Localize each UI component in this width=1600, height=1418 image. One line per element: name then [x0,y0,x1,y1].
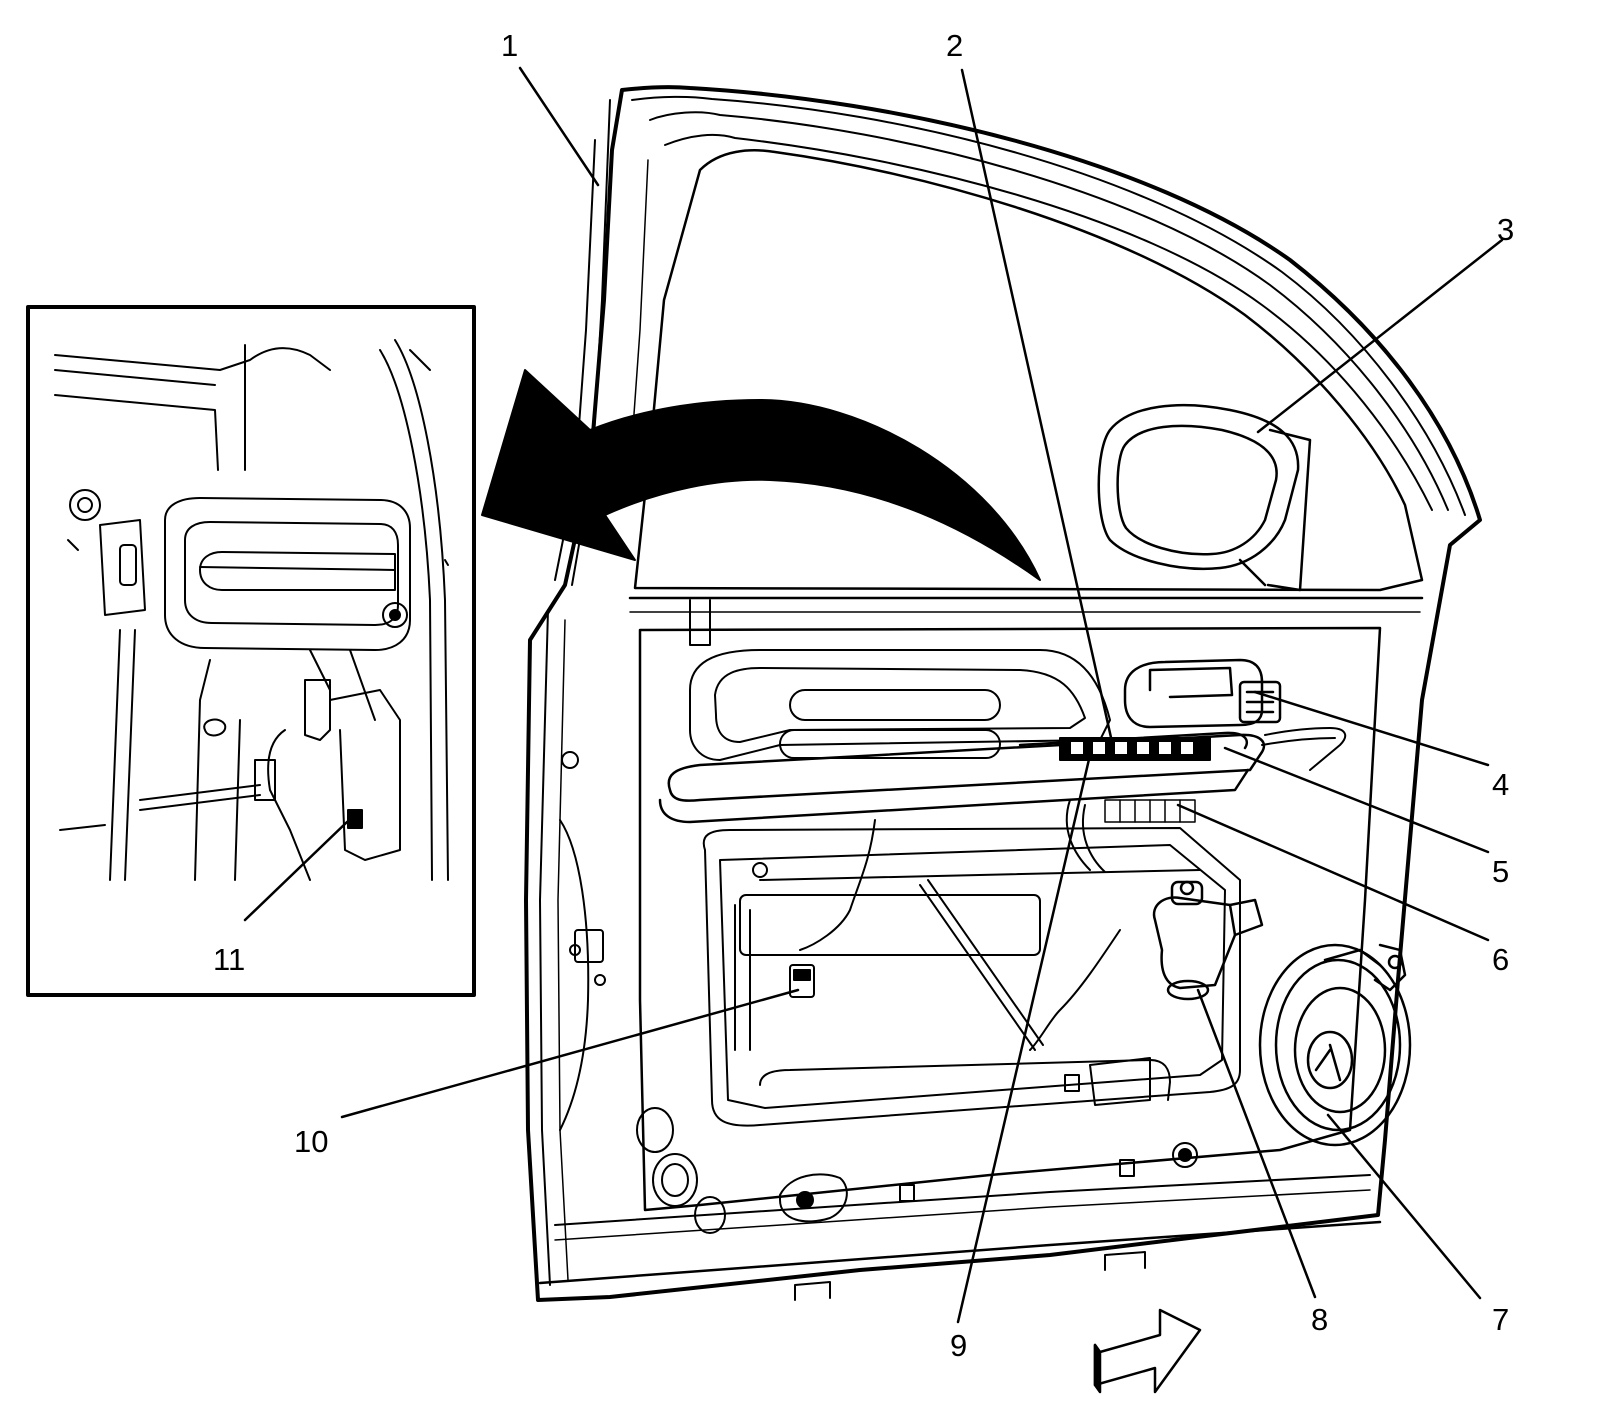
callout-11: 11 [213,942,245,977]
callout-labels: 1 2 3 4 5 6 7 8 9 10 11 [213,28,1514,1363]
callout-9: 9 [950,1328,967,1363]
door-wiring-connector [789,964,815,998]
callout-3: 3 [1497,212,1514,247]
inside-handle-bezel [1123,658,1282,729]
callout-10: 10 [294,1124,328,1159]
callout-1: 1 [501,28,518,63]
window-regulator [739,869,1201,1051]
callout-4: 4 [1492,767,1509,802]
outside-mirror [1097,403,1312,592]
leader-lines [243,66,1504,1324]
callout-8: 8 [1311,1302,1328,1337]
switch-connector-cluster [1104,799,1196,823]
window-switch-panel [1059,737,1211,761]
front-direction-arrow [1093,1308,1202,1394]
lower-panel-recess [702,827,1241,1127]
callout-2: 2 [946,28,963,63]
window-motor [1152,880,1264,1001]
view-direction-arrow [481,369,1041,581]
speaker [1258,943,1412,1147]
armrest-trim [658,731,1266,824]
inset-detail-view [26,305,476,997]
callout-7: 7 [1492,1302,1509,1337]
wire-harness [799,727,1347,1051]
callout-5: 5 [1492,854,1509,889]
callout-6: 6 [1492,942,1509,977]
access-holes [559,599,1198,1301]
upper-panel-recess [689,649,1111,761]
